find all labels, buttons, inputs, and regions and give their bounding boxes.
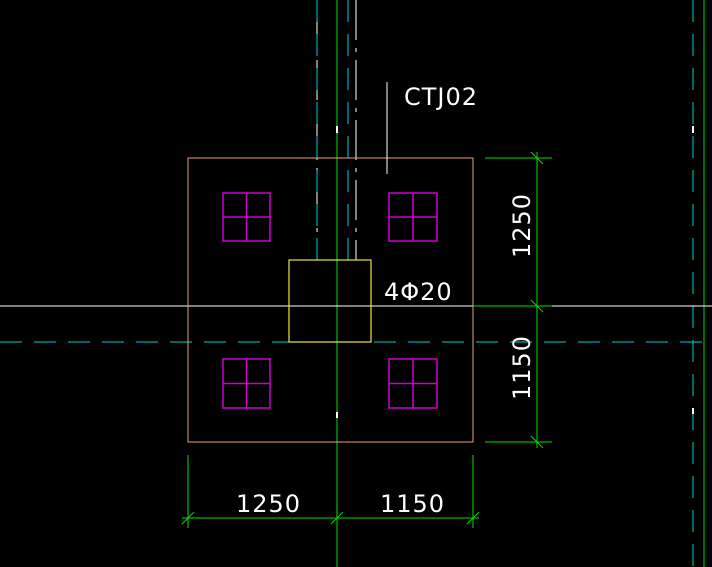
dim-text-right-bottom[interactable]: 1150 (508, 335, 536, 400)
dim-text-bottom-left[interactable]: 1250 (236, 490, 301, 518)
dim-tick-bottom (530, 435, 544, 449)
pile-top-right[interactable] (388, 192, 438, 242)
dim-text-bottom-right[interactable]: 1150 (380, 490, 445, 518)
dim-tick-left (181, 511, 195, 525)
cap-label[interactable]: CTJ02 (404, 83, 478, 111)
dim-tick-middle (530, 299, 544, 313)
dim-tick-right (466, 511, 480, 525)
pile-bottom-right[interactable] (388, 358, 438, 409)
pile-top-left[interactable] (222, 192, 271, 242)
column[interactable] (288, 259, 372, 343)
dim-text-right-top[interactable]: 1250 (508, 193, 536, 258)
pile-bottom-left[interactable] (222, 358, 271, 409)
bottom-dimension (181, 455, 480, 528)
dim-tick-mid (330, 511, 344, 525)
rebar-label[interactable]: 4Φ20 (384, 278, 453, 306)
pile-cap-outline[interactable] (187, 157, 474, 443)
axis-ticks (336, 126, 694, 418)
right-dimension (473, 151, 552, 449)
beam-edges (0, 305, 712, 343)
dim-tick-top (530, 151, 544, 165)
